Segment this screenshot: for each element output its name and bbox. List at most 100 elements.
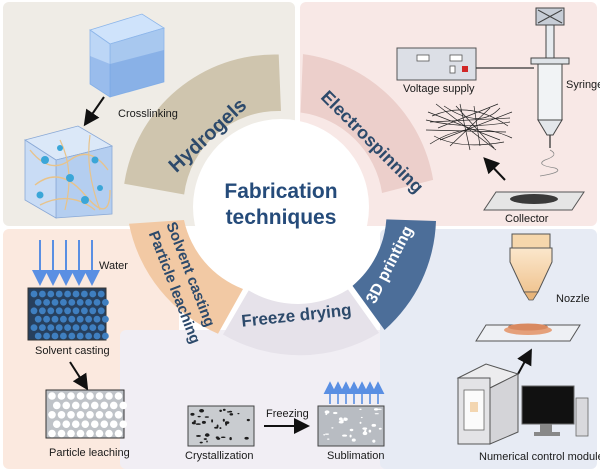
pore	[76, 429, 85, 438]
speck	[219, 427, 222, 429]
fiber-mat	[425, 103, 513, 151]
pore	[85, 315, 92, 323]
ring-segment-electrospinning	[300, 54, 434, 193]
speck	[200, 409, 203, 411]
pore	[60, 315, 67, 323]
pore	[30, 307, 38, 315]
pore	[81, 420, 90, 429]
pore	[95, 411, 104, 419]
speck	[349, 434, 352, 438]
pore	[81, 401, 90, 410]
speck	[195, 423, 201, 425]
pore	[90, 420, 99, 429]
pore	[48, 429, 56, 438]
center-circle	[193, 119, 369, 295]
pore	[67, 411, 75, 419]
pore	[76, 411, 85, 419]
pore	[76, 299, 84, 306]
speck	[204, 433, 210, 437]
ring-segment-freeze-drying	[223, 289, 379, 356]
pore	[93, 332, 101, 340]
pore	[100, 401, 109, 410]
pore	[97, 290, 105, 298]
speck	[378, 427, 382, 430]
electrospinning-arrow	[483, 157, 506, 181]
speck	[220, 436, 226, 439]
pore	[67, 392, 75, 400]
printer-machine	[456, 363, 520, 445]
pore	[71, 401, 80, 410]
speck	[222, 418, 225, 422]
syringe-label: Syringe	[566, 79, 600, 91]
pore	[64, 290, 71, 298]
speck	[326, 438, 330, 440]
speck	[196, 435, 201, 437]
pore	[85, 299, 92, 306]
speck	[222, 408, 226, 411]
speck	[374, 413, 379, 415]
crystallization-label: Crystallization	[185, 450, 253, 462]
pore	[60, 332, 67, 340]
pore	[114, 392, 123, 400]
pore	[95, 429, 104, 438]
pore	[34, 299, 42, 306]
pore	[114, 411, 123, 419]
pore	[85, 332, 92, 340]
speck	[368, 429, 372, 433]
pore	[76, 332, 84, 340]
crystallization-block	[187, 405, 255, 447]
speck	[362, 427, 368, 430]
collector-label: Collector	[505, 213, 549, 225]
speck	[219, 409, 222, 412]
pore	[72, 324, 80, 331]
pore	[97, 324, 105, 331]
pore	[114, 429, 123, 438]
crosslinking-arrow	[83, 96, 105, 127]
speck	[206, 440, 208, 443]
voltage-supply-device	[396, 47, 477, 81]
speck	[225, 422, 228, 426]
pore	[71, 420, 80, 429]
pore	[81, 307, 88, 315]
speck	[323, 434, 326, 436]
pore	[43, 332, 50, 340]
pore	[93, 315, 101, 323]
speck	[229, 413, 234, 416]
ring-segment-3d-printing	[352, 219, 436, 330]
ring-segment-hydrogels	[124, 54, 281, 195]
speck	[229, 436, 232, 441]
solvent-casting-label: Solvent casting	[35, 345, 110, 357]
water-label: Water	[99, 260, 128, 272]
pore	[48, 392, 56, 400]
pore	[62, 401, 71, 410]
pore	[55, 307, 63, 315]
sublimation-arrows	[323, 381, 385, 404]
pore	[30, 290, 38, 298]
sublimation-label: Sublimation	[327, 450, 384, 462]
particle-leaching-block	[45, 389, 128, 439]
speck	[226, 411, 230, 413]
particle-leaching-label: Particle leaching	[49, 447, 130, 459]
pore	[39, 324, 46, 331]
speck	[216, 437, 221, 440]
pore	[119, 420, 128, 429]
pore	[47, 307, 55, 315]
pore	[47, 324, 55, 331]
speck	[349, 428, 354, 432]
speck	[331, 427, 334, 429]
speck	[324, 410, 330, 414]
speck	[203, 438, 207, 440]
pore	[89, 324, 97, 331]
pore	[43, 315, 50, 323]
nozzle-label: Nozzle	[556, 293, 590, 305]
speck	[211, 419, 214, 423]
print-nozzle	[509, 233, 553, 301]
syringe	[530, 7, 570, 177]
pore	[72, 290, 80, 298]
speck	[341, 419, 344, 423]
pore	[102, 332, 109, 340]
speck	[373, 408, 379, 411]
speck	[359, 408, 362, 411]
